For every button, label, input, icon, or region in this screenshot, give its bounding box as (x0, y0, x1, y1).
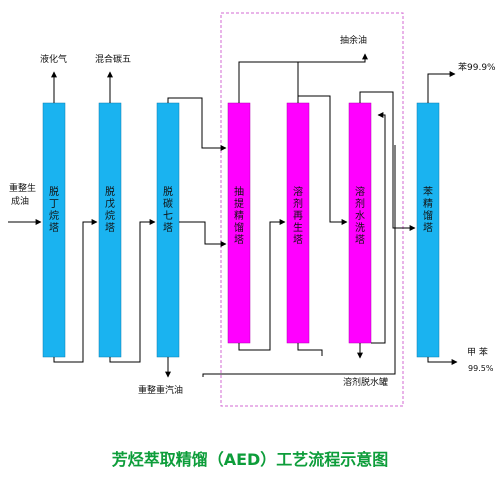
column-label: 苯精馏塔 (423, 185, 433, 234)
column-solvent-regeneration: 溶剂再生塔 (286, 102, 310, 344)
diagram-title: 芳烃萃取精馏（AED）工艺流程示意图 (112, 450, 389, 469)
raffinate-label: 抽余油 (340, 34, 367, 46)
column-label: 脱碳七塔 (163, 185, 173, 234)
column-benzene-distillation: 苯精馏塔 (416, 102, 440, 358)
column-dec7: 脱碳七塔 (156, 102, 180, 358)
toluene-label: 甲 苯 (467, 346, 488, 358)
mixed-c5-label: 混合碳五 (95, 53, 131, 65)
column-label: 脱丁烷塔 (49, 185, 59, 234)
column-label: 脱戊烷塔 (105, 185, 115, 234)
solvent-tank-label: 溶剂脱水罐 (343, 376, 388, 388)
column-depentanizer: 脱戊烷塔 (98, 102, 122, 358)
benzene-label: 苯99.9% (458, 61, 496, 73)
column-label: 抽提精馏塔 (234, 185, 244, 246)
extraction-section-box (220, 12, 404, 407)
heavy-gasoline-label: 重整重汽油 (138, 384, 183, 396)
flow-lines (8, 53, 458, 378)
feed-label: 成油 (11, 195, 29, 207)
column-label: 溶剂水洗塔 (355, 185, 365, 246)
column-extractive-distillation: 抽提精馏塔 (227, 102, 251, 344)
column-solvent-water-wash: 溶剂水洗塔 (348, 102, 372, 344)
column-debutanizer: 脱丁烷塔 (42, 102, 66, 358)
toluene-purity-label: 99.5% (468, 364, 494, 373)
column-label: 溶剂再生塔 (293, 185, 303, 246)
feed-label: 重整生 (9, 182, 36, 194)
liquefied-gas-label: 液化气 (40, 53, 67, 65)
